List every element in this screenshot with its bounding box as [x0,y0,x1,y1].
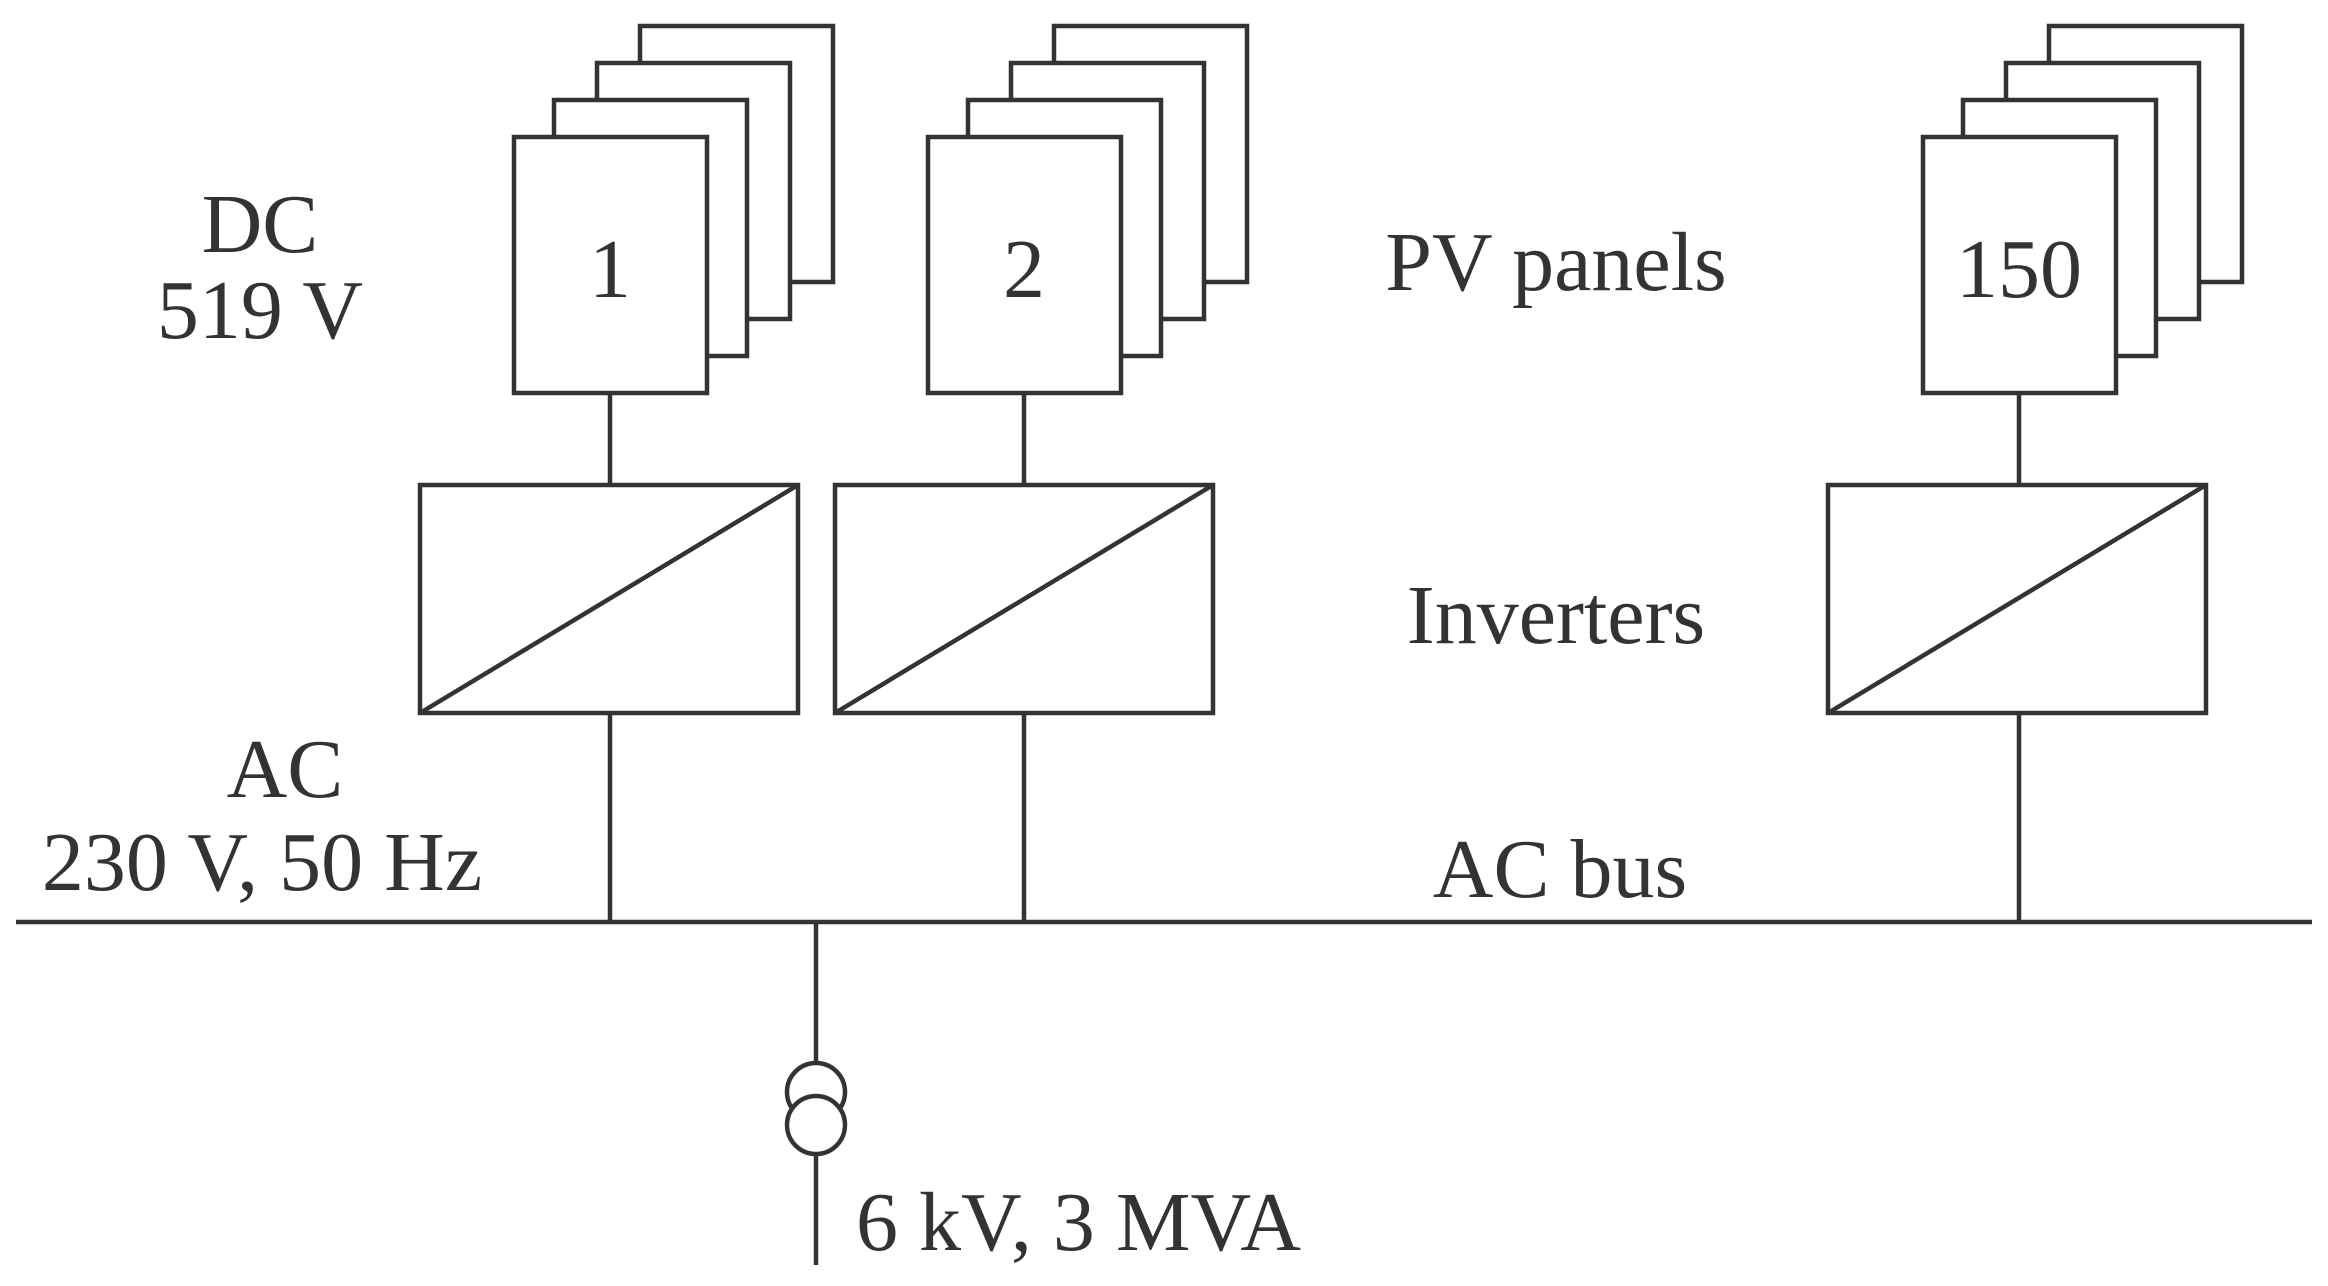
inverter-150 [1825,482,2209,716]
ac-label-line1: AC [227,723,344,816]
transformer-icon [784,1060,848,1157]
ac-label-line2: 230 V, 50 Hz [42,816,482,909]
pv-panel-number-150: 150 [1956,223,2082,316]
pv-panel-stack-1: 1 [511,23,836,396]
pv-panel-number-1: 1 [589,223,631,316]
inverter-1 [417,482,801,716]
dc-label-line1: DC [202,178,319,271]
dc-label-line2: 519 V [157,264,363,357]
inverter-2 [832,482,1216,716]
pv-panels-label: PV panels [1385,216,1726,309]
pv-panel-stack-150: 150 [1920,23,2245,396]
pv-panel-stack-2: 2 [925,23,1250,396]
transformer-label: 6 kV, 3 MVA [856,1176,1301,1269]
pv-panel-number-2: 2 [1003,223,1045,316]
inverters-label: Inverters [1407,569,1706,662]
ac-bus-label: AC bus [1433,823,1687,916]
